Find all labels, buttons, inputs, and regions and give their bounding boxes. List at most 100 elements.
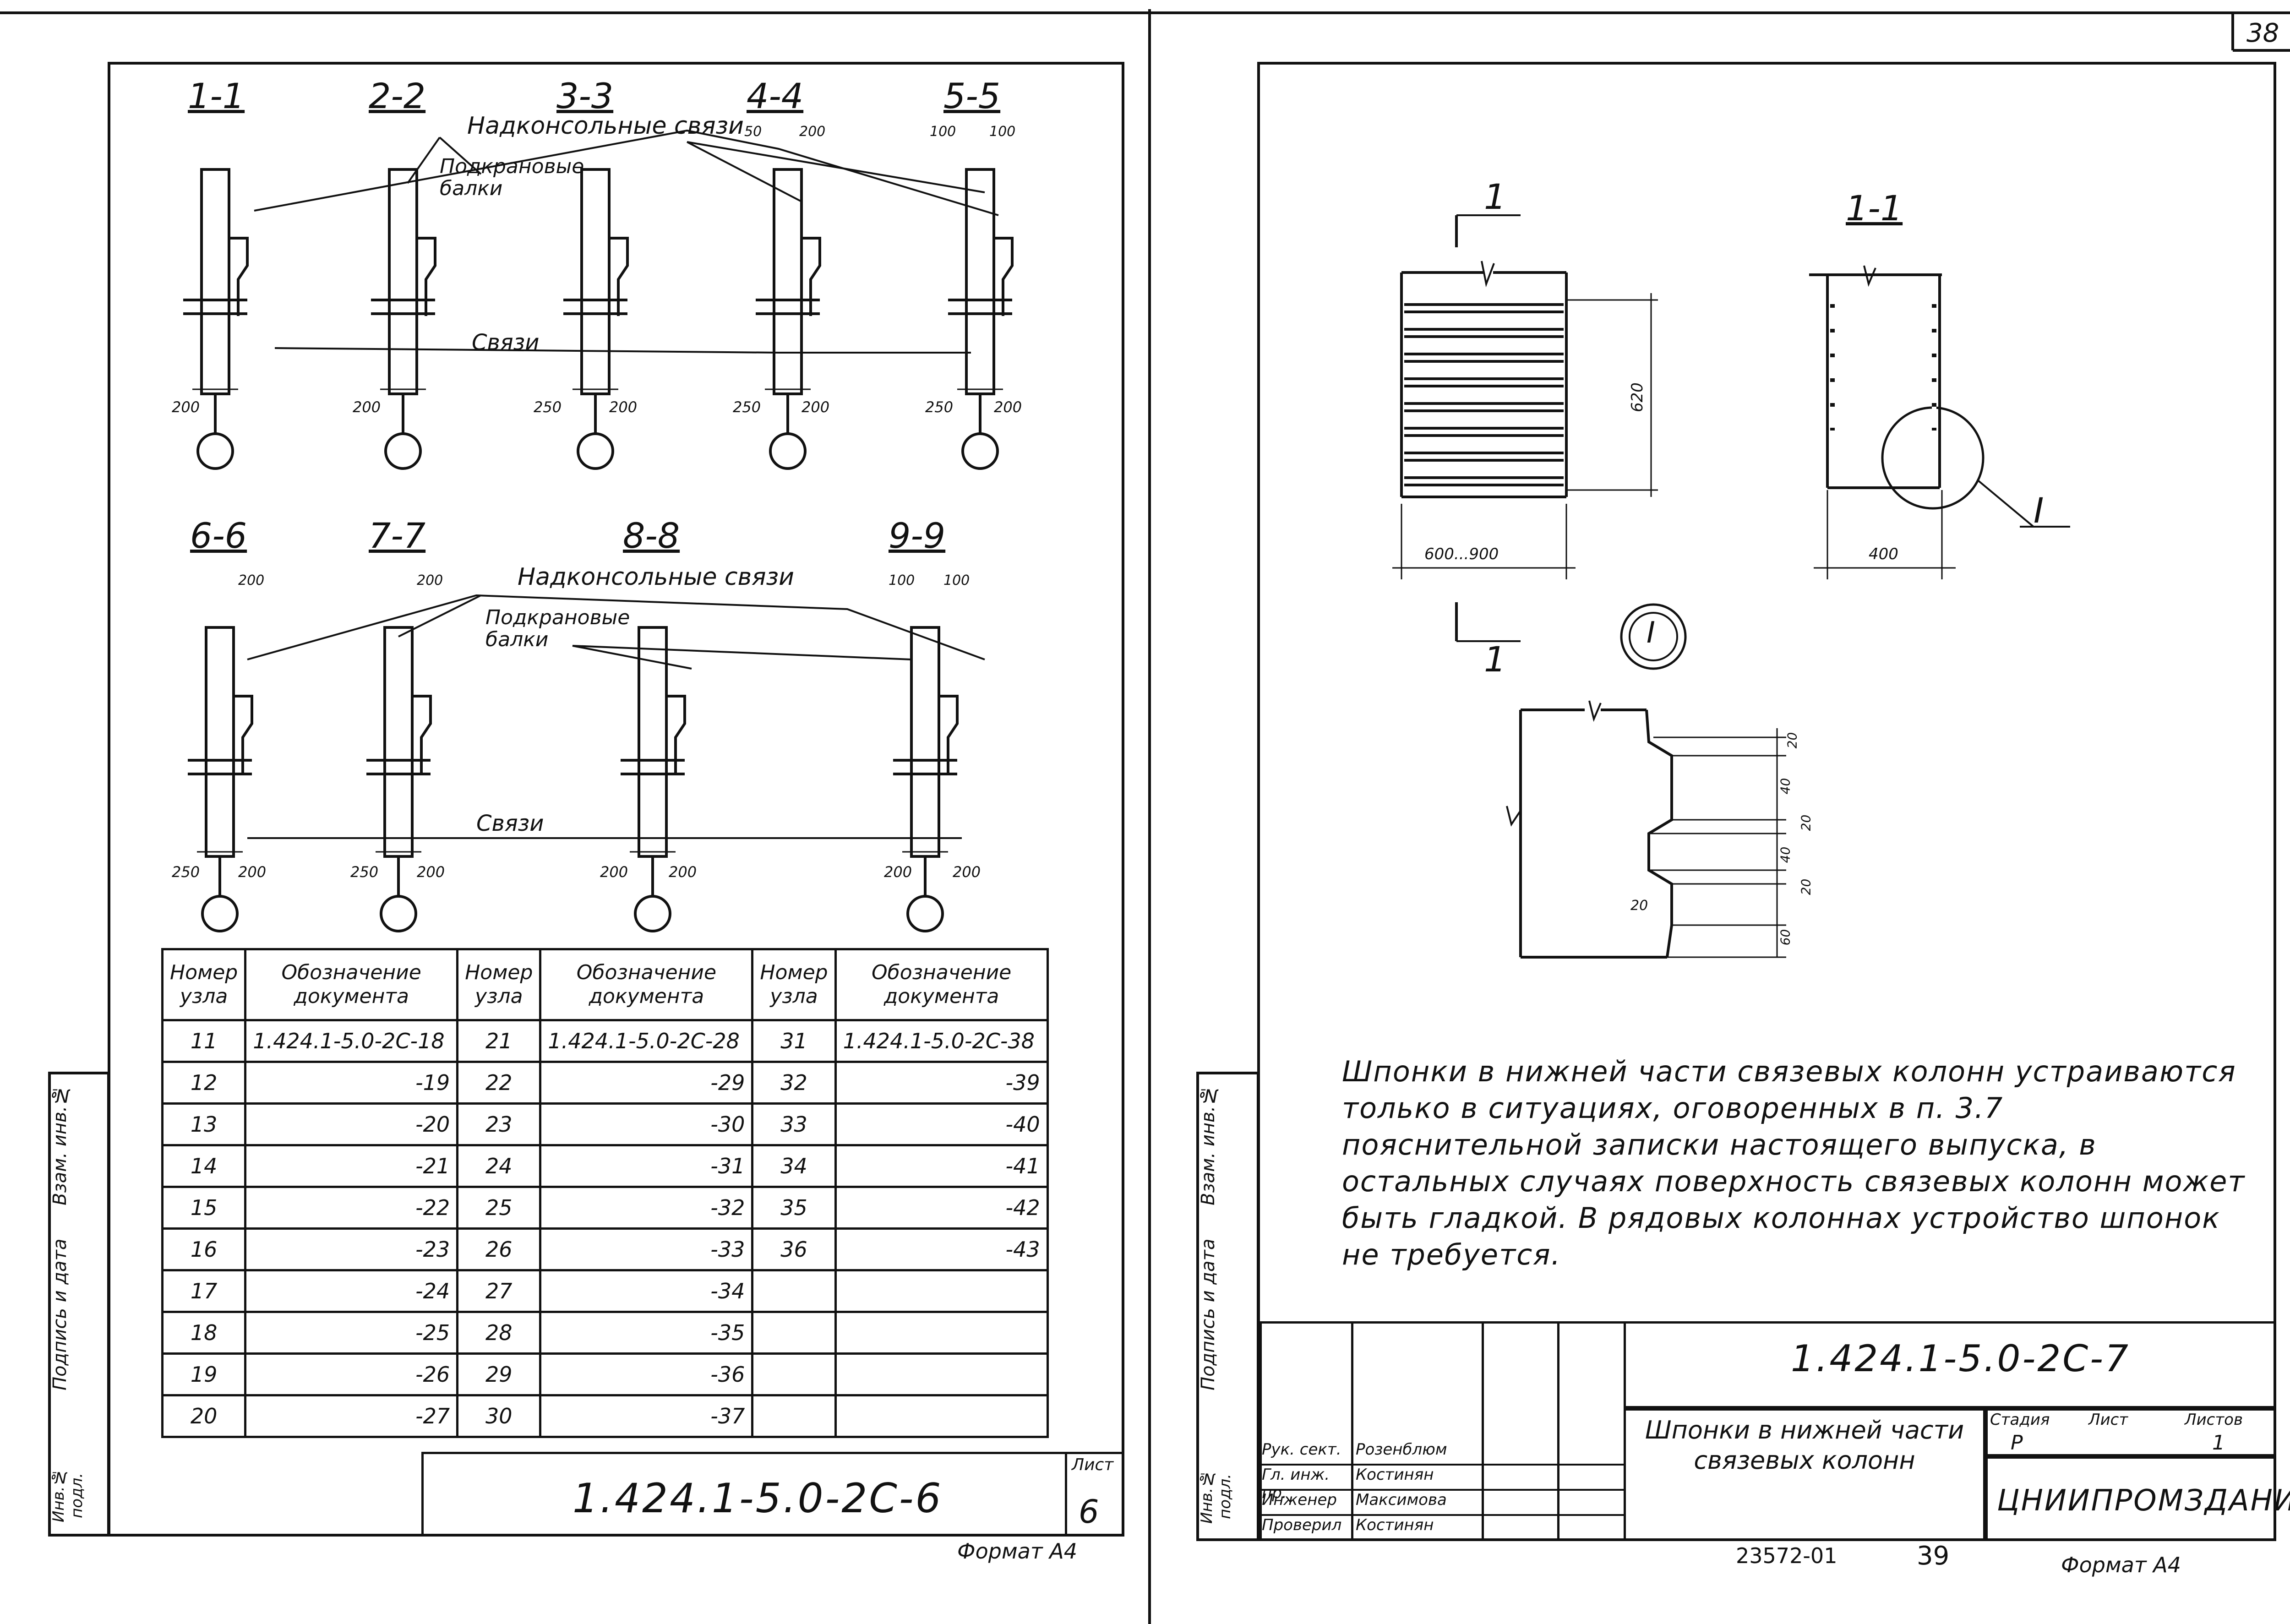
document-cell: -23: [244, 1227, 459, 1271]
node-number-cell: 19: [161, 1352, 247, 1396]
section-label-3-3: 3-3: [556, 76, 614, 116]
signer-name: Максимова: [1356, 1491, 1447, 1509]
section-label-9-9: 9-9: [889, 515, 946, 556]
document-cell: [834, 1311, 1049, 1355]
node-number-cell: 33: [751, 1102, 837, 1146]
document-cell: -30: [539, 1102, 754, 1146]
dim-row1-bottom-6: 200: [802, 398, 830, 416]
node-number-cell: 32: [751, 1061, 837, 1105]
dim-row1-bottom-2: 200: [353, 398, 381, 416]
left-sheet-cell: [1065, 1452, 1124, 1537]
document-cell: -22: [244, 1186, 459, 1230]
node-number-cell: [751, 1269, 837, 1313]
document-cell: -24: [244, 1269, 459, 1313]
header-node-1: Номер узла: [161, 948, 247, 1021]
stamp-grid-line: [1482, 1321, 1484, 1541]
section-mark-bottom: 1: [1484, 639, 1506, 680]
node-number-cell: 12: [161, 1061, 247, 1105]
dim-row2-bottom-1: 250: [172, 863, 200, 881]
column-console: [412, 695, 432, 774]
node-number-cell: 28: [456, 1311, 542, 1355]
sheet-number: 38: [2246, 18, 2279, 48]
node-number-cell: 36: [751, 1227, 837, 1271]
dim-400: 400: [1869, 545, 1898, 563]
dim-row2-bottom-6: 200: [669, 863, 697, 881]
dim-row2-bottom-3: 250: [350, 863, 379, 881]
document-cell: -34: [539, 1269, 754, 1313]
column-console: [229, 237, 249, 316]
header-node-3: Номер узла: [751, 948, 837, 1021]
document-cell: -39: [834, 1061, 1049, 1105]
detail-dim-2: 40: [1777, 778, 1793, 795]
node-table-header: Номер узла Обозначение документа Номер у…: [161, 948, 1049, 1021]
grid-axis-circle: [634, 895, 671, 932]
document-cell: -33: [539, 1227, 754, 1271]
detail-dim-1: 20: [1784, 732, 1800, 749]
header-doc-2: Обозначение документа: [539, 948, 754, 1021]
node-number-cell: 24: [456, 1144, 542, 1188]
left-side-stamp-text-2: Подпись и дата: [49, 1238, 71, 1390]
signer-name: Костинян: [1356, 1466, 1434, 1484]
right-side-stamp: [1196, 1072, 1260, 1541]
signer-role: Инженер: [1262, 1491, 1337, 1509]
section-label-6-6: 6-6: [190, 515, 247, 556]
column-console: [994, 237, 1014, 316]
stamp-grid-line: [1557, 1321, 1559, 1541]
node-number-cell: 31: [751, 1019, 837, 1063]
right-side-stamp-text-2: Подпись и дата: [1198, 1238, 1219, 1390]
document-cell: -36: [539, 1352, 754, 1396]
section-label-7-7: 7-7: [369, 515, 426, 556]
section-label-8-8: 8-8: [623, 515, 680, 556]
right-title: Шпонки в нижней части связевых колонн: [1645, 1416, 1964, 1475]
dim-row1-bottom-5: 250: [733, 398, 761, 416]
dim-row1-bottom-7: 250: [925, 398, 954, 416]
column-console: [417, 237, 436, 316]
document-cell: -20: [244, 1102, 459, 1146]
label-svyazi-row1: Связи: [472, 330, 540, 355]
column-console: [234, 695, 253, 774]
right-title-stage-cell: [1985, 1408, 2276, 1456]
dim-row2-top-4: 100: [943, 572, 970, 589]
stage-value: Р: [2011, 1431, 2023, 1455]
node-number-cell: 17: [161, 1269, 247, 1313]
document-cell: -43: [834, 1227, 1049, 1271]
document-cell: -41: [834, 1144, 1049, 1188]
dim-row2-top-2: 200: [417, 572, 443, 589]
node-number-cell: 27: [456, 1269, 542, 1313]
dim-620: 620: [1628, 382, 1647, 412]
grid-axis-circle: [577, 432, 614, 470]
right-doc-code: 1.424.1-5.0-2С-7: [1791, 1337, 2130, 1380]
header-doc-1: Обозначение документа: [244, 948, 459, 1021]
section-label-2-2: 2-2: [369, 76, 426, 116]
left-doc-code: 1.424.1-5.0-2С-6: [572, 1475, 943, 1522]
document-cell: 1.424.1-5.0-2С-28: [539, 1019, 754, 1063]
dim-row1-top-1: 50: [744, 124, 762, 140]
document-cell: -32: [539, 1186, 754, 1230]
node-number-cell: 20: [161, 1394, 247, 1438]
node-number-cell: 11: [161, 1019, 247, 1063]
dim-row1-top-4: 100: [989, 124, 1016, 140]
signer-row-line: [1260, 1464, 1624, 1466]
document-cell: -29: [539, 1061, 754, 1105]
node-number-cell: 35: [751, 1186, 837, 1230]
right-format: Формат А4: [2061, 1553, 2181, 1577]
left-sheet-label: Лист: [1072, 1455, 1114, 1474]
sheets-label: Листов: [2185, 1411, 2243, 1429]
dim-row1-bottom-8: 200: [994, 398, 1022, 416]
callout-mark: I: [2034, 490, 2044, 531]
page-number: 39: [1917, 1541, 1950, 1571]
node-number-cell: 34: [751, 1144, 837, 1188]
section-label-1-1: 1-1: [188, 76, 245, 116]
node-number-cell: 13: [161, 1102, 247, 1146]
right-side-stamp-text-3: Взам. инв.№: [1198, 1084, 1219, 1205]
node-number-cell: 18: [161, 1311, 247, 1355]
dim-row2-top-1: 200: [238, 572, 265, 589]
stage-label: Стадия: [1990, 1411, 2050, 1429]
document-cell: -35: [539, 1311, 754, 1355]
